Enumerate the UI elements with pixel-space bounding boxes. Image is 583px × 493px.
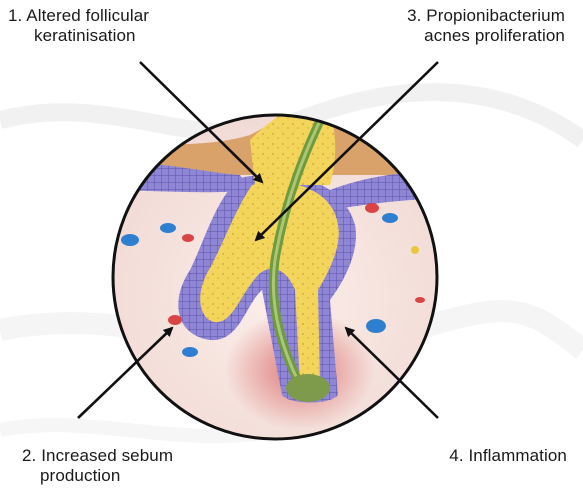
- label-inflammation: 4. Inflammation: [449, 446, 567, 466]
- label-2-line-2: production: [22, 466, 173, 486]
- label-3-line-1: 3. Propionibacterium: [407, 6, 565, 26]
- label-3-line-2: acnes proliferation: [407, 26, 565, 46]
- label-1-line-1: 1. Altered follicular: [8, 6, 149, 26]
- skin-section: [100, 100, 460, 460]
- hair-bulb: [286, 374, 330, 402]
- label-2-line-1: 2. Increased sebum: [22, 446, 173, 466]
- label-1-line-2: keratinisation: [8, 26, 149, 46]
- label-4-line-1: 4. Inflammation: [449, 446, 567, 466]
- label-increased-sebum-production: 2. Increased sebum production: [22, 446, 173, 486]
- label-altered-follicular-keratinisation: 1. Altered follicular keratinisation: [8, 6, 149, 46]
- label-propionibacterium-acnes-proliferation: 3. Propionibacterium acnes proliferation: [407, 6, 565, 46]
